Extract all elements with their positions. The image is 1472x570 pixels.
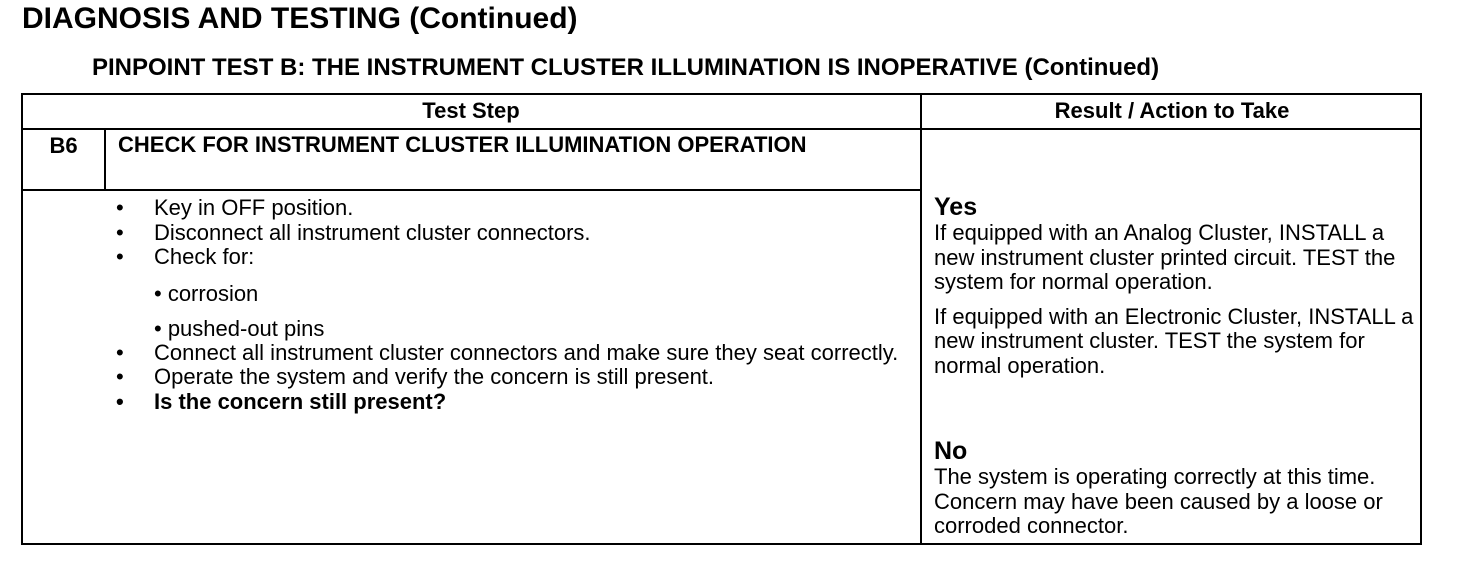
result-yes: Yes If equipped with an Analog Cluster, … [934,193,1414,378]
list-item: • Is the concern still present? [114,388,914,415]
bullet-icon: • [116,364,124,389]
bullet-icon: • [116,195,124,220]
check-sublist: • corrosion • pushed-out pins [154,280,914,341]
instruction-question: Is the concern still present? [154,388,447,414]
bullet-icon: • [116,339,124,365]
sublist-item: • pushed-out pins [154,315,325,341]
list-item: • Check for: • corrosion • pushed-out pi… [114,244,914,341]
result-yes-analog: If equipped with an Analog Cluster, INST… [934,220,1396,294]
result-yes-electronic: If equipped with an Electronic Cluster, … [934,303,1414,378]
page-title: DIAGNOSIS AND TESTING (Continued) [22,2,578,35]
list-item: • Operate the system and verify the conc… [114,364,914,390]
step-instructions: • Key in OFF position. • Disconnect all … [114,195,914,415]
instruction-text: Disconnect all instrument cluster connec… [154,219,591,245]
header-divider [21,128,1422,130]
step-id-divider [104,128,106,191]
instruction-text: Key in OFF position. [154,195,354,220]
result-yes-label: Yes [934,193,978,221]
bullet-icon: • [116,244,124,269]
list-item: • Connect all instrument cluster connect… [114,339,914,366]
result-no: No The system is operating correctly at … [934,437,1414,539]
step-id: B6 [49,133,78,158]
bullet-icon: • [116,219,124,245]
instruction-text: Operate the system and verify the concer… [154,364,715,389]
test-table [21,93,1422,545]
header-result-action: Result / Action to Take [1054,98,1290,123]
sublist-item: • corrosion [154,280,259,306]
column-divider [920,93,922,545]
list-item: • Key in OFF position. [114,195,914,221]
result-no-text: The system is operating correctly at thi… [934,464,1383,538]
list-item: • Disconnect all instrument cluster conn… [114,219,914,246]
pinpoint-test-title: PINPOINT TEST B: THE INSTRUMENT CLUSTER … [92,54,1160,81]
step-title-divider [21,189,922,191]
instruction-text: Connect all instrument cluster connector… [154,339,899,365]
step-title: CHECK FOR INSTRUMENT CLUSTER ILLUMINATIO… [118,132,807,157]
bullet-icon: • [116,388,124,414]
header-test-step: Test Step [422,98,520,123]
instruction-text: Check for: [154,244,255,269]
result-no-label: No [934,437,968,465]
